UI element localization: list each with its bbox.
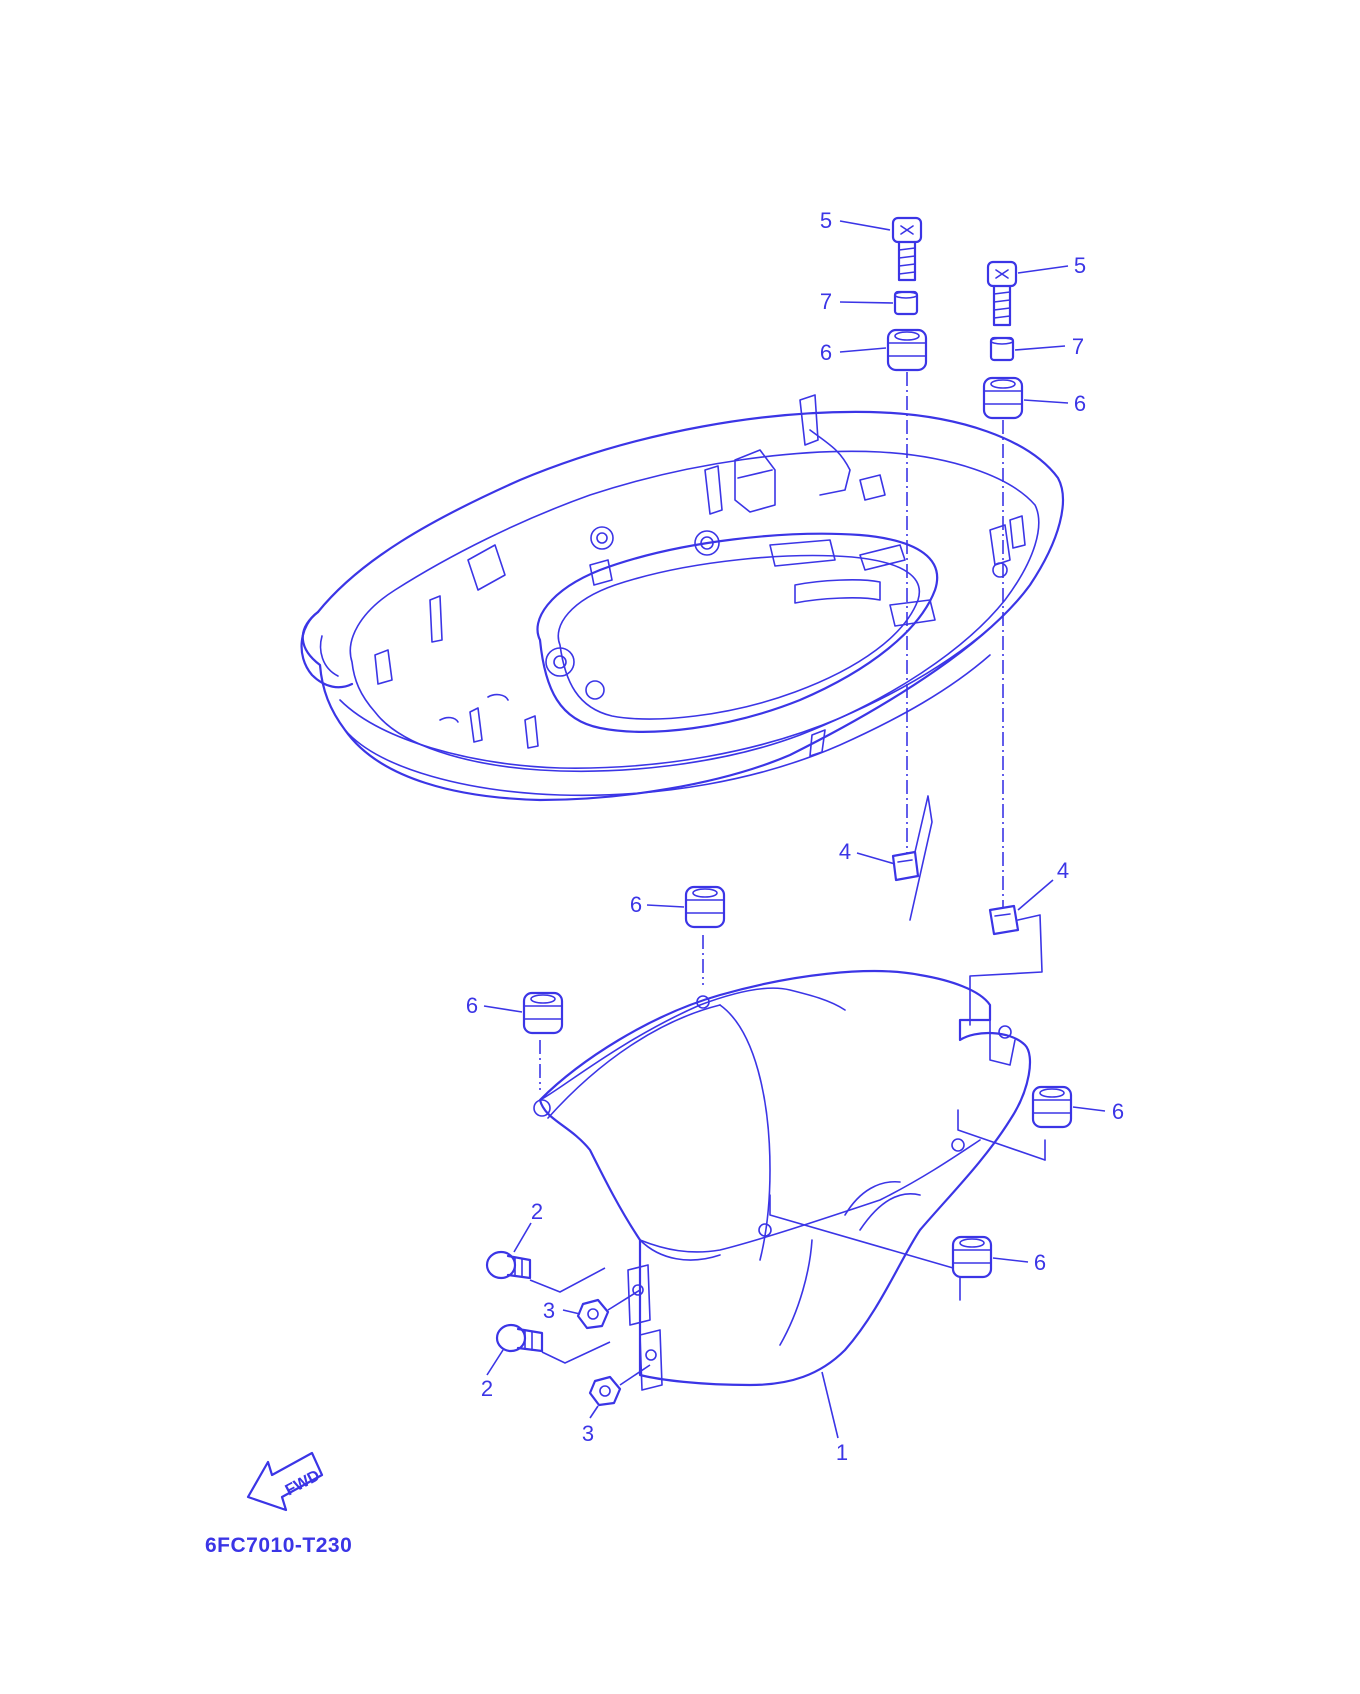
nut-3-lower <box>588 1364 651 1407</box>
callout-6-right: 6 <box>1074 391 1086 416</box>
grommet-6-left <box>886 328 928 372</box>
screw-5-right <box>986 260 1018 327</box>
assembly-centre-lines <box>539 372 1004 1090</box>
grommet-6-right-mid <box>1031 1085 1073 1129</box>
callout-2-lower: 2 <box>481 1376 493 1401</box>
grommet-6-right <box>982 376 1024 420</box>
callout-leaders <box>483 220 1106 1439</box>
callout-4-left: 4 <box>839 839 851 864</box>
callout-5-left: 5 <box>820 208 832 233</box>
lower-casing <box>533 969 1046 1391</box>
callout-1: 1 <box>836 1440 848 1465</box>
screw-5-left <box>891 216 923 282</box>
clip-nut-4-left <box>891 795 933 921</box>
callout-2-upper: 2 <box>531 1199 543 1224</box>
callout-5-right: 5 <box>1074 253 1086 278</box>
callout-7-left: 7 <box>820 289 832 314</box>
callout-3-upper: 3 <box>543 1298 555 1323</box>
grommet-6-left-mid <box>522 991 564 1035</box>
fwd-arrow-icon: FWD <box>246 1451 324 1512</box>
drawing-code: 6FC7010-T230 <box>205 1534 352 1557</box>
spacer-7-left <box>893 290 919 316</box>
grommet-6-right-low <box>951 1235 993 1279</box>
upper-casing <box>300 394 1065 802</box>
callout-6-right-mid: 6 <box>1112 1099 1124 1124</box>
clip-nut-4-right <box>969 904 1043 1026</box>
callout-6-upper-mid: 6 <box>630 892 642 917</box>
callout-6-left-mid: 6 <box>466 993 478 1018</box>
callout-labels: 5 7 6 5 7 6 4 4 6 6 6 6 2 3 2 3 1 <box>466 208 1124 1465</box>
callout-7-right: 7 <box>1072 334 1084 359</box>
bolt-2-upper <box>485 1250 606 1293</box>
callout-6-left: 6 <box>820 340 832 365</box>
callout-6-right-low: 6 <box>1034 1250 1046 1275</box>
nut-3-upper <box>576 1289 641 1330</box>
callout-3-lower: 3 <box>582 1421 594 1446</box>
callout-4-right: 4 <box>1057 858 1069 883</box>
bolt-2-lower <box>495 1323 611 1364</box>
spacer-7-right <box>989 336 1015 362</box>
grommet-6-upper-mid <box>684 885 726 929</box>
